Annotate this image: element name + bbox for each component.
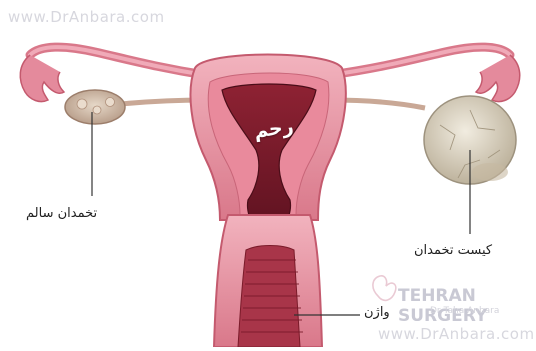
watermark-top: www.DrAnbara.com (8, 8, 165, 26)
healthy-ovary (65, 90, 125, 124)
right-fallopian-tube (330, 47, 520, 101)
label-vagina: واژن (364, 305, 390, 320)
label-healthy-ovary: تخمدان سالم (26, 206, 97, 221)
watermark-bottom: www.DrAnbara.com (378, 325, 535, 343)
label-ovarian-cyst: کیست تخمدان (414, 243, 492, 258)
brand-subtitle: Dr Taha Anbara (430, 306, 499, 316)
tehran-surgery-logo-icon (373, 276, 396, 300)
uterus (191, 55, 346, 348)
